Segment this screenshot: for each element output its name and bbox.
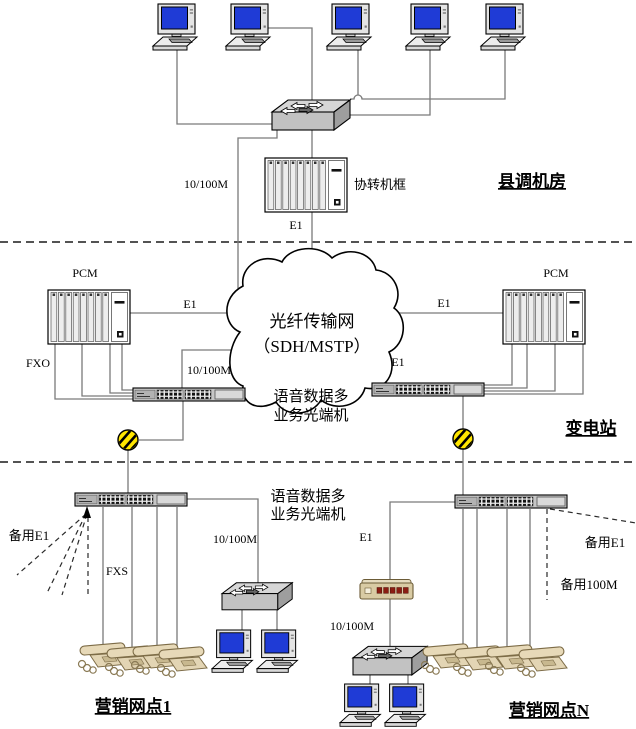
ethernet-switch-icon [352,645,428,676]
pcm-left-label: PCM [72,266,98,280]
optical-terminal-icon [454,494,568,509]
outletN-e1-label: E1 [359,530,372,544]
outlet-links [102,498,531,690]
desktop-pc-icon [152,3,198,51]
optical-terminal-icon [371,382,485,397]
e1-left-label: E1 [183,297,196,311]
substation-links [54,312,584,495]
desktop-pc-icon [480,3,526,51]
cloud-shape [226,247,404,414]
pcm-rack-icon [502,289,586,345]
fxo-label: FXO [26,356,50,370]
sdh-mstp-cloud: 光纤传输网 （SDH/MSTP） [226,247,404,414]
ethernet-switch-icon [221,582,293,611]
desktop-pc-icon [211,629,253,673]
ethernet-switch-icon [271,99,351,131]
region-outletN: 营销网点N [509,700,590,720]
outlet1-ethernet-label: 10/100M [213,532,257,546]
region-county-room: 县调机房 [498,171,566,191]
optical-terminal-mid-label-1: 语音数据多 [273,388,348,405]
desktop-pc-icon [339,683,381,727]
backup-100m-label: 备用100M [560,577,618,592]
backup-e1-fan [16,513,89,596]
cloud-title: 光纤传输网 [270,312,355,331]
region-outlet1: 营销网点1 [95,696,172,716]
top-section-links [176,27,506,293]
e1-right-label: E1 [437,296,450,310]
optical-terminal-icon [132,387,246,402]
backup-e1-left-label: 备用E1 [9,528,49,543]
converter-frame-label: 协转机框 [354,177,406,192]
region-substation: 变电站 [566,418,617,438]
top-e1-label: E1 [289,218,302,232]
outletN-ethernet-label: 10/100M [330,619,374,633]
desktop-pc-icon [256,629,298,673]
e1-drop-label: E1 [391,355,404,369]
optical-terminal-mid-label-2: 业务光端机 [273,407,348,424]
optical-terminal-icon [74,492,188,507]
converter-rack-icon [264,157,348,213]
backup-e1-dash-right [549,508,636,524]
top-uplink-label: 10/100M [184,177,228,191]
backup-e1-right-label: 备用E1 [585,535,625,550]
desktop-pc-icon [326,3,372,51]
optical-terminal-low-label-1: 语音数据多 [270,488,345,505]
optical-terminal-low-label-2: 业务光端机 [270,506,345,523]
mid-ethernet-label: 10/100M [187,363,231,377]
pcm-rack-icon [47,289,131,345]
backup-e1-arrowhead [83,506,91,518]
e1-converter-modem-icon [359,579,414,600]
desktop-pc-icon [405,3,451,51]
cloud-subtitle: （SDH/MSTP） [253,337,370,356]
pcm-right-label: PCM [543,266,569,280]
fxs-label: FXS [106,564,128,578]
desktop-pc-icon [225,3,271,51]
desktop-pc-icon [384,683,426,727]
